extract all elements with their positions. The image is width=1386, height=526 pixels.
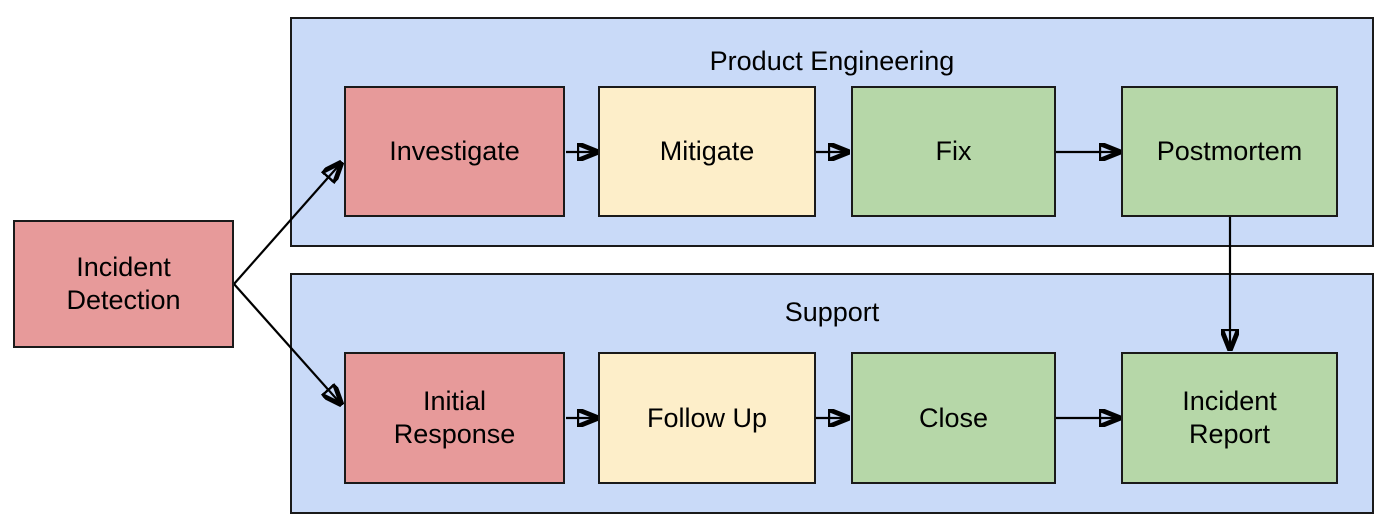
swimlane-title-product-engineering: Product Engineering — [709, 46, 955, 76]
node-label-initial-response: Initial Response — [393, 386, 516, 449]
node-label-incident-detection: Incident Detection — [66, 252, 181, 315]
node-incident-report[interactable]: Incident Report — [1121, 352, 1338, 484]
node-incident-detection[interactable]: Incident Detection — [13, 220, 234, 348]
node-postmortem[interactable]: Postmortem — [1121, 86, 1338, 217]
node-follow-up[interactable]: Follow Up — [598, 352, 816, 484]
node-label-follow-up: Follow Up — [646, 402, 768, 433]
node-mitigate[interactable]: Mitigate — [598, 86, 816, 217]
node-fix[interactable]: Fix — [851, 86, 1056, 217]
node-label-incident-report: Incident Report — [1182, 386, 1277, 449]
node-label-fix: Fix — [935, 136, 972, 166]
node-investigate[interactable]: Investigate — [344, 86, 565, 217]
node-close[interactable]: Close — [851, 352, 1056, 484]
swimlane-title-support: Support — [784, 297, 880, 327]
node-initial-response[interactable]: Initial Response — [344, 352, 565, 484]
node-label-postmortem: Postmortem — [1156, 136, 1303, 166]
node-label-investigate: Investigate — [389, 136, 520, 166]
node-label-mitigate: Mitigate — [659, 136, 755, 166]
node-label-close: Close — [918, 402, 989, 433]
